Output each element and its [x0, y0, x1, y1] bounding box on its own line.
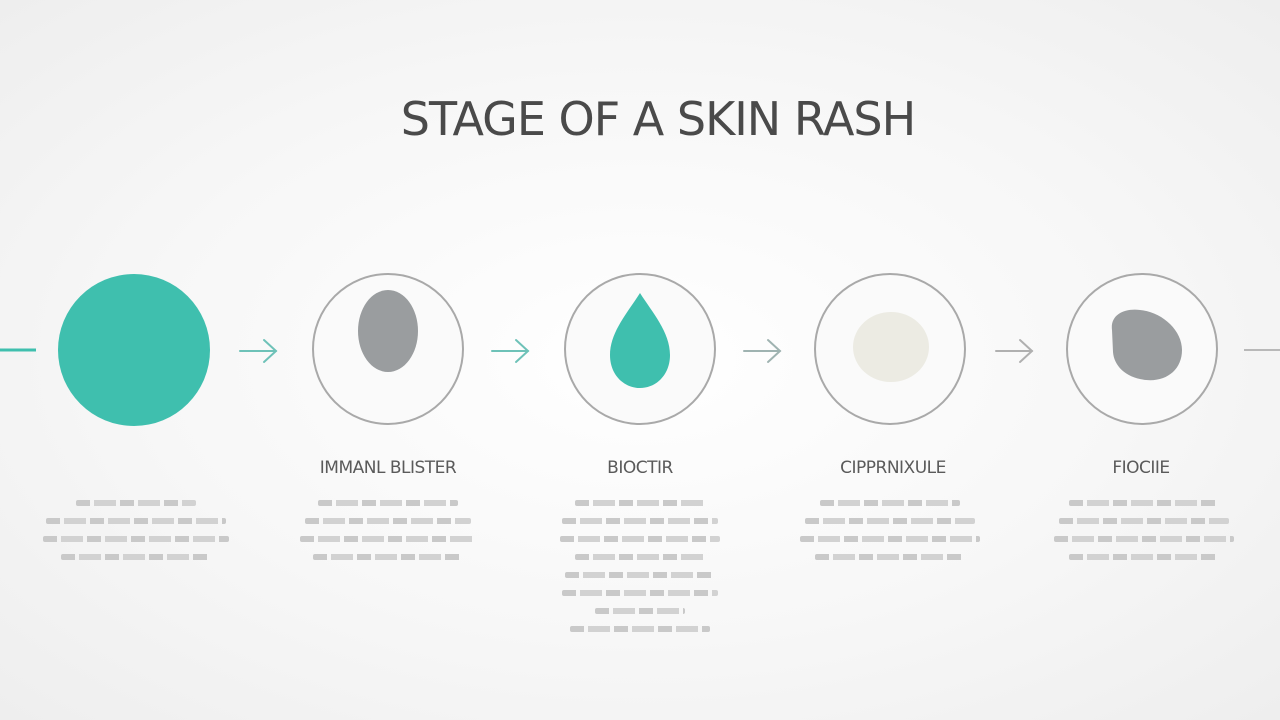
arrow-icon [743, 339, 782, 363]
arrow-icon [491, 339, 530, 363]
page-title: STAGE OF A SKIN RASH [400, 92, 916, 146]
arrow-icon [239, 339, 278, 363]
dark-spot-icon [1111, 309, 1182, 381]
stage-description-1 [36, 500, 236, 572]
stage-label-4: CIPPRNIXULE [840, 458, 946, 478]
teal-drop-icon [610, 293, 670, 388]
stage-description-4 [790, 500, 990, 572]
stage-label-3: BIOCTIR [607, 458, 673, 478]
cream-spot-icon [853, 312, 929, 382]
stage-description-2 [288, 500, 488, 572]
arrow-icon [995, 339, 1034, 363]
gray-spot-icon [358, 290, 418, 372]
stage-label-2: IMMANL BLISTER [319, 458, 457, 478]
stage-description-5 [1044, 500, 1244, 572]
stage-label-5: FIOCIIE [1112, 458, 1170, 478]
filled-circle-icon [58, 274, 210, 426]
stage-description-3 [540, 500, 740, 644]
